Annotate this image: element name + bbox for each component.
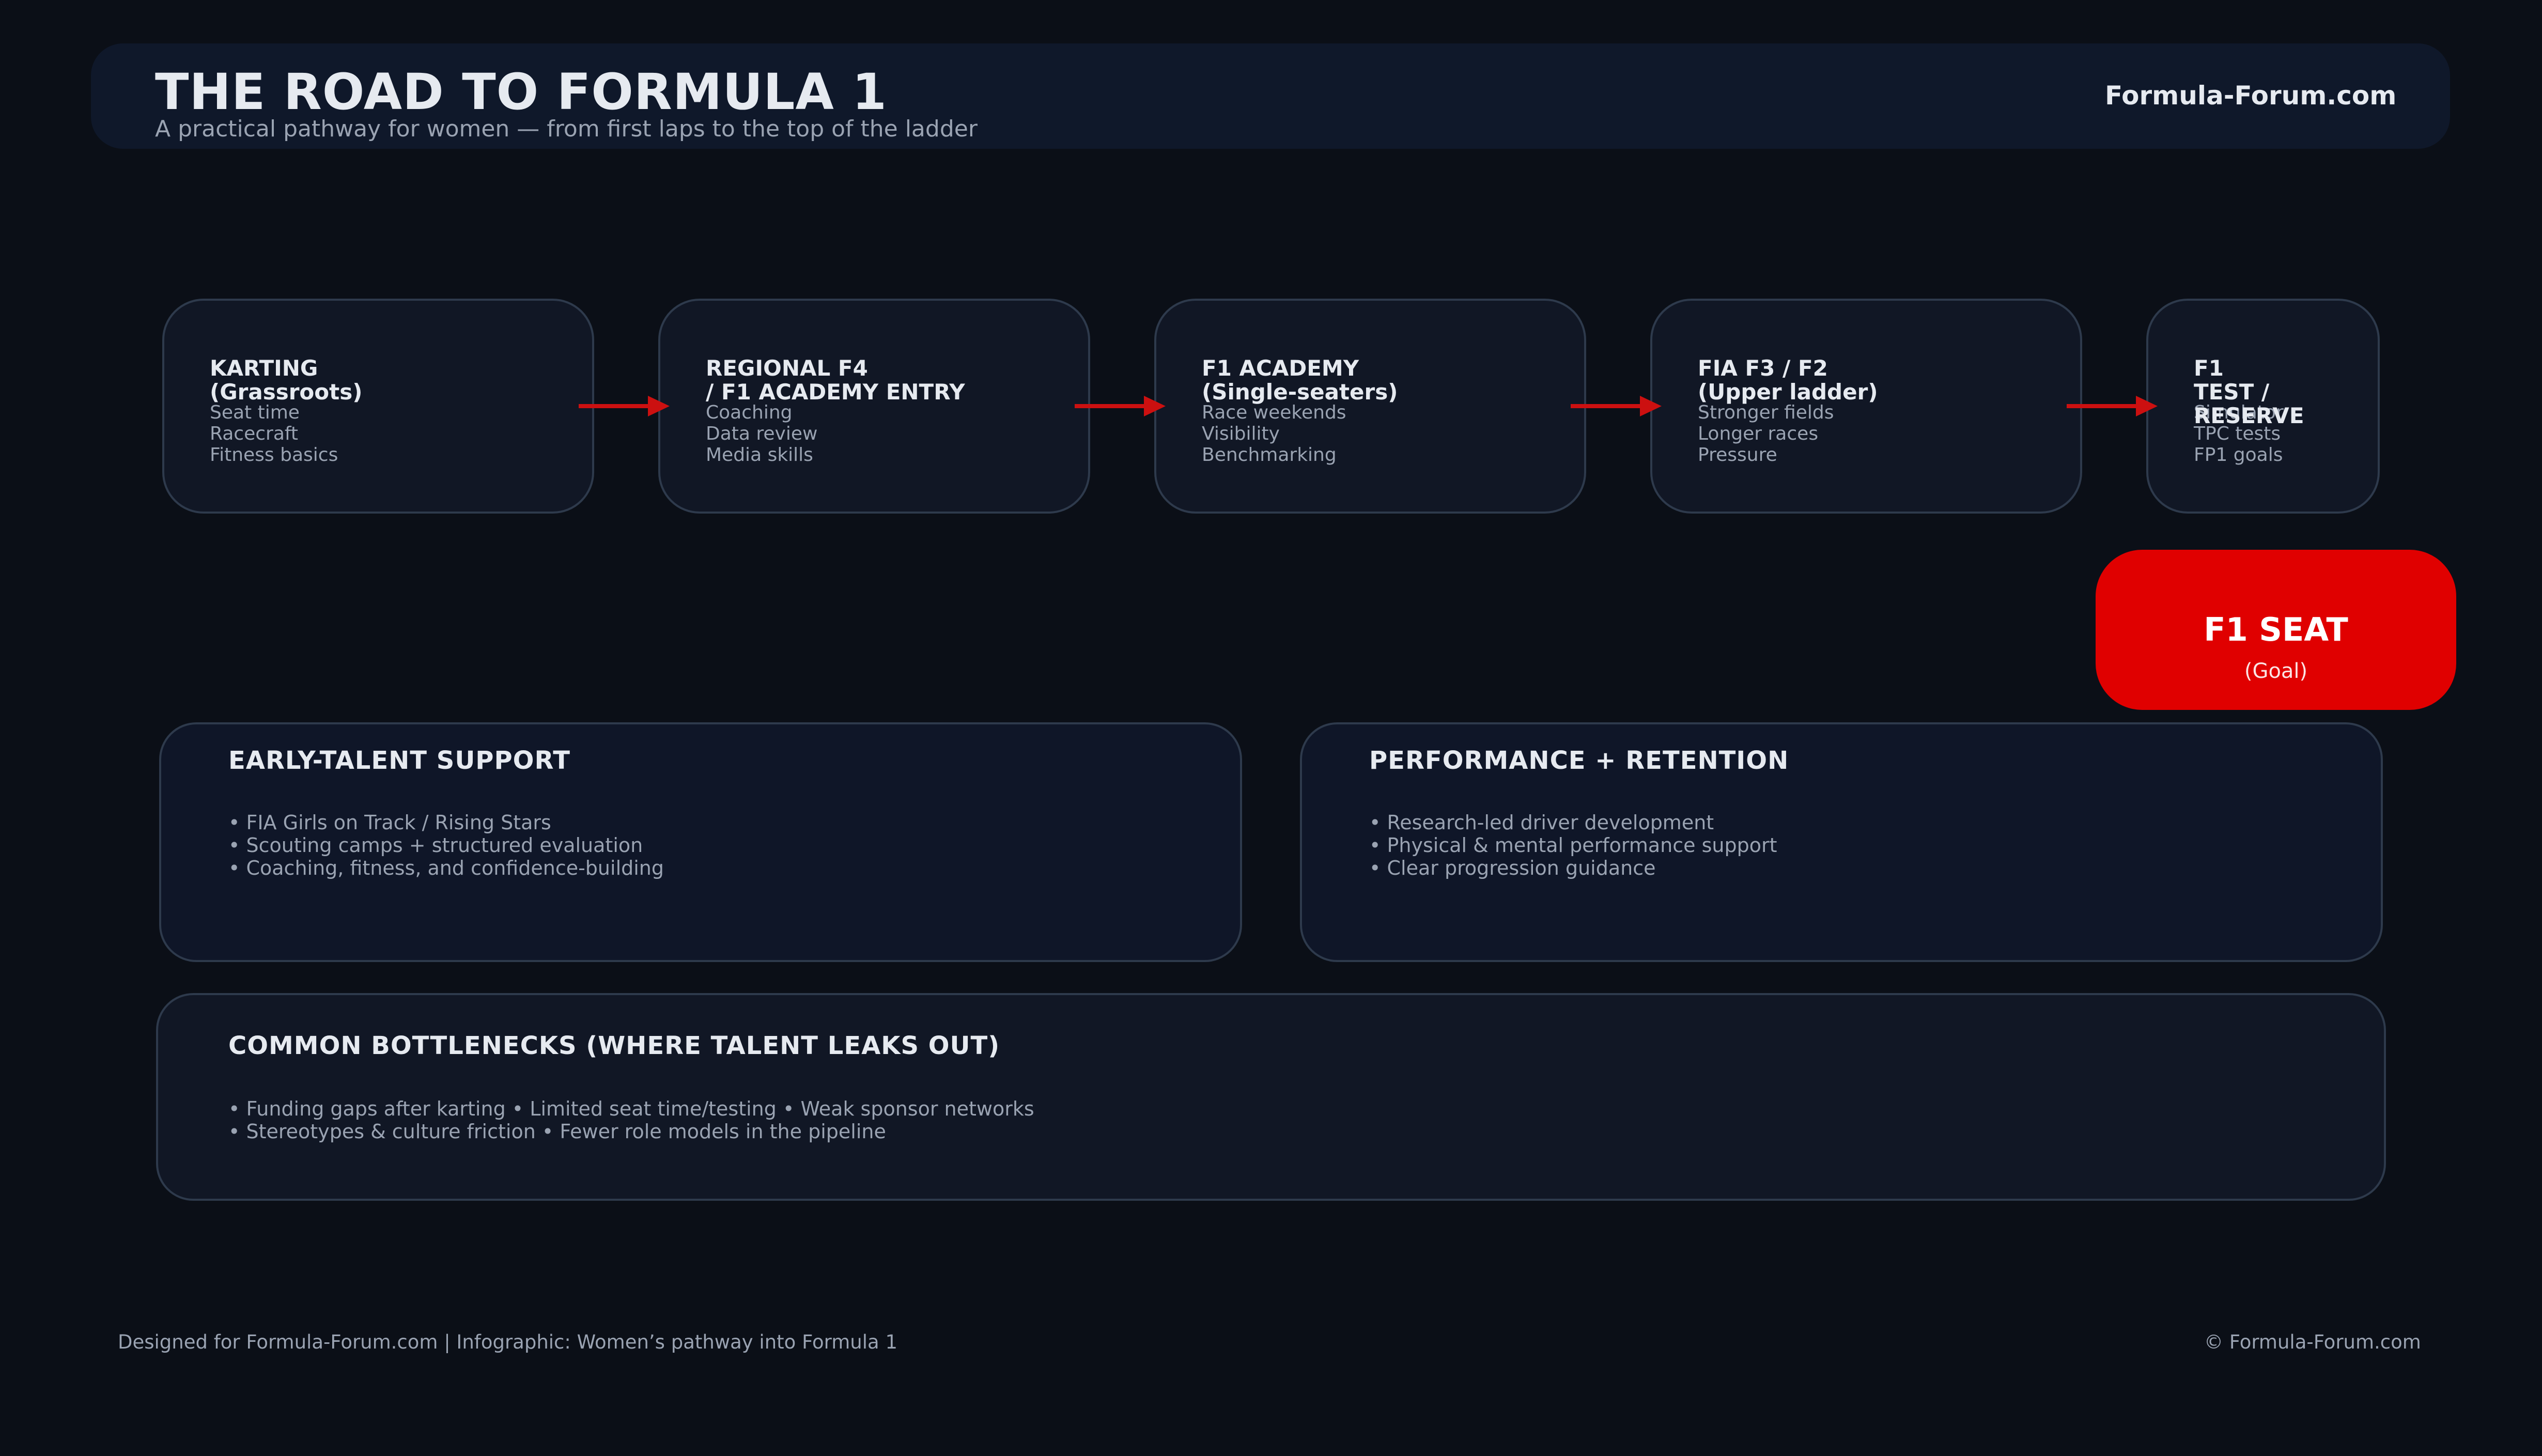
header-bar: [91, 43, 2450, 149]
bottlenecks-panel: COMMON BOTTLENECKS (WHERE TALENT LEAKS O…: [156, 993, 2386, 1201]
goal-f1-seat: F1 SEAT (Goal): [2096, 550, 2456, 710]
panel-title: EARLY-TALENT SUPPORT: [228, 746, 570, 775]
goal-title: F1 SEAT: [2204, 611, 2348, 648]
page-title: THE ROAD TO FORMULA 1: [155, 63, 887, 121]
performance-panel: PERFORMANCE + RETENTION • Research-led d…: [1300, 722, 2383, 962]
stage-items: Stronger fields Longer races Pressure: [1698, 402, 1834, 466]
stage-title: KARTING (Grassroots): [210, 355, 363, 405]
stage-title: F1 ACADEMY (Single-seaters): [1202, 355, 1398, 405]
panel-items: • FIA Girls on Track / Rising Stars • Sc…: [228, 811, 664, 879]
stage-items: Race weekends Visibility Benchmarking: [1202, 402, 1346, 466]
arrow-right-icon: [1571, 396, 1662, 416]
panel-items: • Funding gaps after karting • Limited s…: [228, 1097, 1034, 1143]
panel-items: • Research-led driver development • Phys…: [1369, 811, 1777, 879]
stage-f1-test-reserve: Simulator TPC tests FP1 goals F1 TEST / …: [2146, 299, 2380, 514]
stage-items: Coaching Data review Media skills: [706, 402, 818, 466]
stage-items: Seat time Racecraft Fitness basics: [210, 402, 338, 466]
site-name: Formula-Forum.com: [2105, 81, 2397, 111]
footer-credit: Designed for Formula-Forum.com | Infogra…: [118, 1331, 897, 1353]
panel-title: PERFORMANCE + RETENTION: [1369, 746, 1789, 775]
arrow-right-icon: [1075, 396, 1166, 416]
footer-copyright: © Formula-Forum.com: [2204, 1331, 2421, 1353]
stage-title: REGIONAL F4 / F1 ACADEMY ENTRY: [706, 355, 965, 405]
goal-subtitle: (Goal): [2244, 659, 2308, 683]
stage-karting: KARTING (Grassroots) Seat time Racecraft…: [162, 299, 594, 514]
stage-f1-academy: F1 ACADEMY (Single-seaters) Race weekend…: [1154, 299, 1586, 514]
stage-items: Simulator TPC tests FP1 goals: [2194, 402, 2284, 466]
stage-title: FIA F3 / F2 (Upper ladder): [1698, 355, 1878, 405]
stage-regional-f4: REGIONAL F4 / F1 ACADEMY ENTRY Coaching …: [658, 299, 1090, 514]
arrow-right-icon: [2067, 396, 2158, 416]
arrow-right-icon: [579, 396, 670, 416]
page-subtitle: A practical pathway for women — from fir…: [155, 116, 978, 142]
stage-title: F1 TEST / RESERVE: [2194, 355, 2304, 428]
early-talent-panel: EARLY-TALENT SUPPORT • FIA Girls on Trac…: [159, 722, 1242, 962]
stage-fia-f3-f2: FIA F3 / F2 (Upper ladder) Stronger fiel…: [1650, 299, 2082, 514]
panel-title: COMMON BOTTLENECKS (WHERE TALENT LEAKS O…: [228, 1031, 1000, 1060]
